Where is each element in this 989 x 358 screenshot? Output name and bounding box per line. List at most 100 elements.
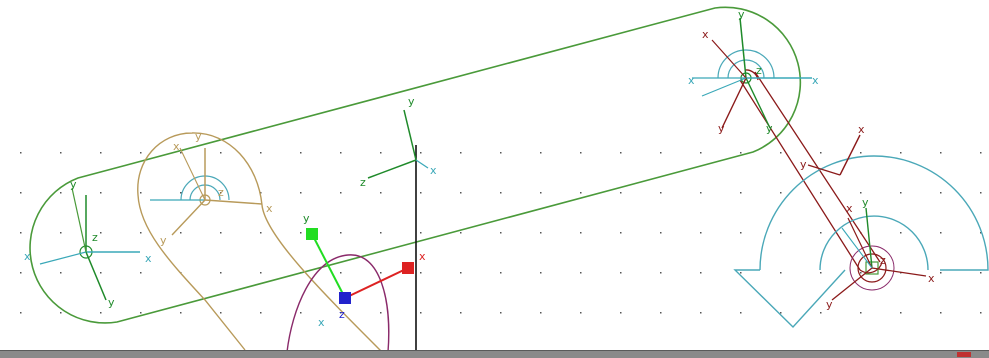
grid-dot	[220, 272, 222, 274]
grid-dot	[420, 232, 422, 234]
grid-dot	[180, 312, 182, 314]
grid-dot	[860, 312, 862, 314]
grid-dot	[220, 232, 222, 234]
label-mid-y: y	[408, 95, 415, 108]
label-tr-x: x	[812, 74, 819, 87]
grid-dot	[100, 152, 102, 154]
grid-dot	[260, 312, 262, 314]
grid-dot	[540, 152, 542, 154]
grid-dot	[900, 192, 902, 194]
grid-dot	[820, 192, 822, 194]
label-tan-x: x	[266, 202, 273, 215]
grid-dot	[380, 192, 382, 194]
grid-dot	[380, 152, 382, 154]
grid-dot	[780, 272, 782, 274]
triad-red-handle[interactable]	[402, 262, 414, 274]
label-br-y: y	[862, 196, 869, 209]
link-long[interactable]	[29, 6, 802, 324]
grid-dot	[300, 312, 302, 314]
grid-dot	[580, 312, 582, 314]
grid-dot	[940, 272, 942, 274]
grid-dot	[460, 312, 462, 314]
grid-dot	[140, 312, 142, 314]
label-mid-z: z	[360, 176, 366, 189]
arc-cyan-large[interactable]	[733, 155, 989, 329]
grid-dot	[60, 272, 62, 274]
grid-dot	[20, 312, 22, 314]
grid-dot	[660, 152, 662, 154]
label-mid-x: x	[430, 164, 437, 177]
grid-dot	[20, 152, 22, 154]
grid-dot	[740, 272, 742, 274]
grid-dot	[380, 312, 382, 314]
grid-dot	[940, 232, 942, 234]
grid-dot	[60, 232, 62, 234]
triad-origin-blue[interactable]	[339, 292, 351, 304]
grid-dot	[380, 232, 382, 234]
grid-dot	[420, 272, 422, 274]
grid-dot	[940, 312, 942, 314]
grid-dot	[700, 192, 702, 194]
grid-dot	[380, 272, 382, 274]
grid-dot	[500, 272, 502, 274]
grid-dot	[20, 272, 22, 274]
grid-dot	[500, 192, 502, 194]
grid-dot	[660, 312, 662, 314]
grid-dot	[740, 232, 742, 234]
grid-dot	[460, 152, 462, 154]
link-purple[interactable]	[286, 254, 390, 353]
label-tan-y2: y	[160, 234, 167, 247]
label-br-y2: y	[826, 298, 833, 311]
label-rm-y: y	[800, 158, 807, 171]
grid-dot	[980, 272, 982, 274]
grid-dot	[260, 152, 262, 154]
grid-dot	[420, 192, 422, 194]
frame-tan-joint	[150, 147, 263, 236]
label-tr-x2: x	[702, 28, 709, 41]
grid-dot	[740, 192, 742, 194]
label-left-y: y	[70, 178, 77, 191]
grid-dot	[500, 232, 502, 234]
grid-dot	[420, 312, 422, 314]
grid-dot	[900, 232, 902, 234]
link-red[interactable]	[739, 69, 883, 274]
triad-handle[interactable]	[306, 228, 414, 304]
grid-dot	[620, 312, 622, 314]
grid-dot	[180, 152, 182, 154]
grid-dot	[860, 152, 862, 154]
grid-dot	[780, 232, 782, 234]
grid-dot	[140, 272, 142, 274]
label-triad-y: y	[303, 212, 310, 225]
label-left-y2: y	[108, 296, 115, 309]
grid-dot	[660, 192, 662, 194]
grid-dot	[860, 272, 862, 274]
grid-dot	[60, 152, 62, 154]
label-br-x: x	[846, 202, 853, 215]
status-accent	[957, 352, 971, 357]
grid-dot	[900, 312, 902, 314]
grid-dot	[260, 272, 262, 274]
grid-dot	[980, 232, 982, 234]
grid-dot	[140, 152, 142, 154]
grid-dot	[340, 272, 342, 274]
frame-middle	[367, 109, 429, 179]
frame-bottom-right	[831, 207, 927, 301]
grid-dot	[220, 312, 222, 314]
grid-dot	[900, 152, 902, 154]
label-tan-x2: x	[173, 140, 180, 153]
grid-dot	[580, 192, 582, 194]
grid-dot	[340, 192, 342, 194]
grid-dot	[300, 232, 302, 234]
label-left-z: z	[92, 231, 98, 244]
grid-dot	[460, 232, 462, 234]
link-tan[interactable]	[137, 132, 386, 356]
grid-dot	[100, 272, 102, 274]
triad-green-handle[interactable]	[306, 228, 318, 240]
grid-dot	[340, 312, 342, 314]
frame-red-mid	[807, 134, 861, 176]
frame-left	[39, 187, 140, 301]
grid-dot	[540, 232, 542, 234]
label-br-x2: x	[928, 272, 935, 285]
